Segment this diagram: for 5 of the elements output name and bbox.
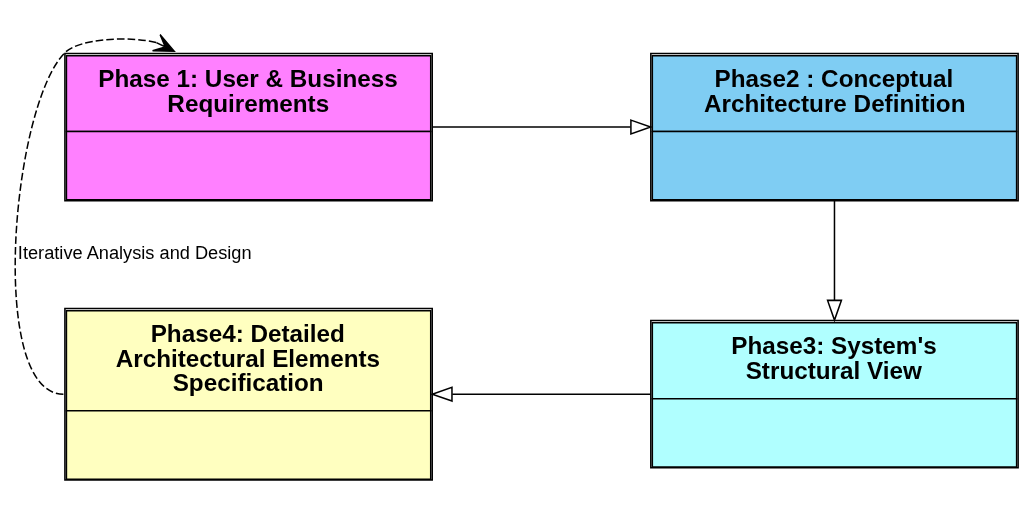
arrow (429, 386, 652, 403)
arrow (826, 199, 843, 323)
edge-label: Iterative Analysis and Design (17, 243, 252, 264)
arrow (14, 33, 175, 395)
arrow (431, 119, 653, 135)
